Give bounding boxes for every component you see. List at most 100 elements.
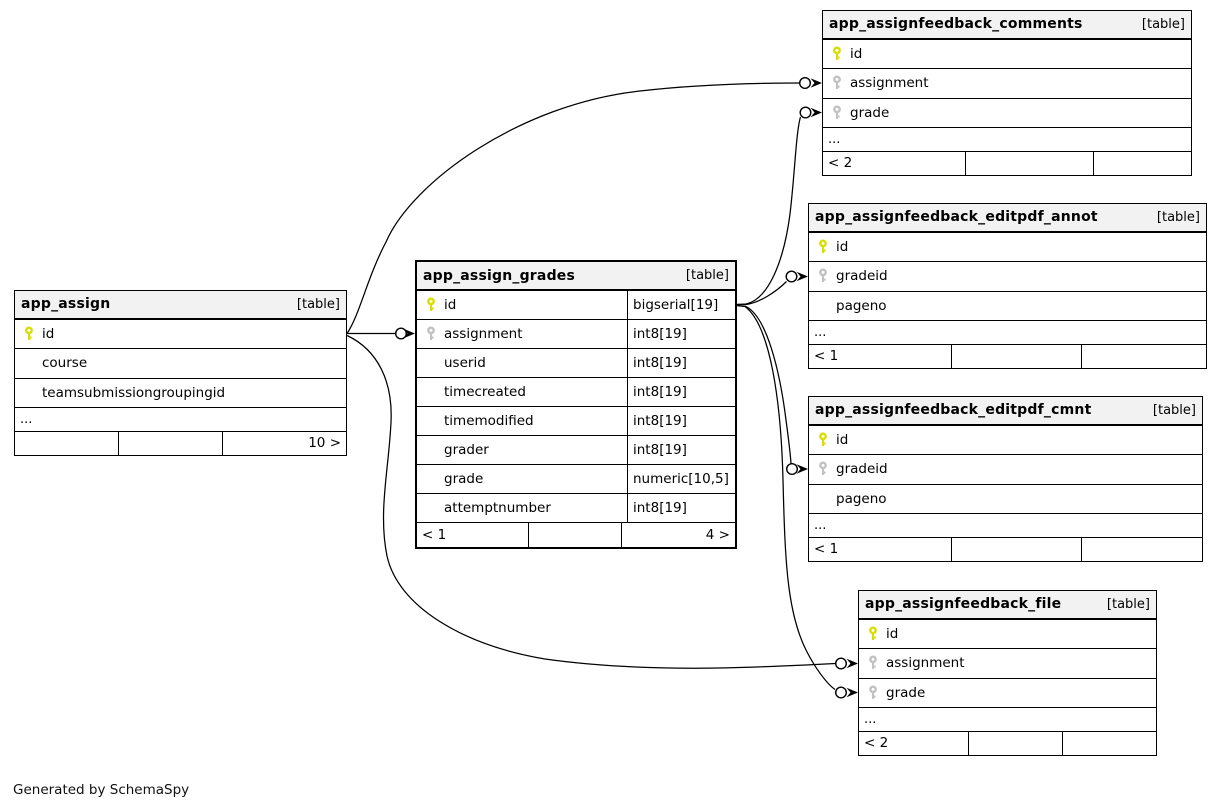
edge-arrowhead-icon [846,658,858,669]
more-columns-ellipsis: ... [809,514,1202,538]
column-row: id [15,319,346,349]
primary-key-icon [832,46,841,60]
primary-key-icon [24,326,33,340]
parents-count-cell [1094,152,1191,175]
foreign-key-icon [426,326,435,341]
relationship-line [736,304,836,691]
relationship-app_assign.id-to-app_assign_grades.assignment [347,327,415,340]
primary-key-icon [818,239,827,253]
edge-circle-icon [799,76,812,89]
relationship-line [346,82,800,334]
table-header[interactable]: app_assign_grades [table] [417,262,735,292]
children-count-cell [15,431,120,455]
column-name: gradeid [836,461,888,478]
key-icon-slot [823,105,850,121]
relationship-app_assign_grades.id-to-app_assignfeedback_editpdf_annot.gradeid [737,270,808,306]
relationship-count-footer: 10 > [15,431,346,455]
edge-arrowhead-icon [403,328,415,339]
key-icon-slot [15,326,42,342]
foreign-key-icon [868,655,877,670]
column-row: assignment [859,649,1156,679]
column-row: assignment [823,69,1191,99]
relationship-line [346,334,836,669]
parents-count-cell: 10 > [308,435,341,451]
table-app_assignfeedback_editpdf_annot[interactable]: app_assignfeedback_editpdf_annot[table]i… [808,203,1207,369]
parents-count-cell [1082,538,1202,561]
edge-circle-icon [835,686,848,699]
column-type: int8[19] [627,320,735,349]
column-row: teamsubmissiongroupingid [15,378,346,408]
relationship-app_assign_grades.id-to-app_assignfeedback_comments.grade [736,106,822,306]
column-name: timecreated [444,384,526,401]
column-type: int8[19] [627,378,735,407]
table-type-tag: [table] [685,268,729,284]
spacer-cell [952,344,1082,368]
generator-credit: Generated by SchemaSpy [13,782,190,798]
more-columns-ellipsis: ... [809,321,1206,345]
column-name: grade [444,471,484,488]
table-title: app_assign_grades [423,267,576,284]
column-row: gradeid [809,262,1206,292]
column-type: int8[19] [627,407,735,436]
column-name: userid [444,355,486,372]
parents-count-cell [1082,345,1206,368]
foreign-key-icon [818,461,827,476]
children-count-cell: < 2 [859,731,970,755]
table-type-tag: [table] [1141,16,1185,32]
parents-count-cell: 4 > [705,527,730,544]
table-header[interactable]: app_assign[table] [15,291,346,320]
relationship-count-footer: < 1 [809,537,1202,561]
table-header[interactable]: app_assignfeedback_editpdf_cmnt[table] [809,397,1202,426]
table-header[interactable]: app_assignfeedback_comments[table] [823,11,1191,40]
table-header[interactable]: app_assignfeedback_file [table] [859,591,1156,620]
relationship-count-footer: < 2 [823,151,1191,175]
edge-circle-icon [799,106,812,119]
table-type-tag: [table] [1152,402,1196,418]
relationship-count-footer: < 1 4 > [417,523,735,548]
spacer-cell [529,523,623,548]
more-columns-ellipsis: ... [859,708,1156,732]
column-row: pageno [809,484,1202,514]
column-row: timecreated int8[19] [417,378,735,408]
children-count-cell: < 1 [809,537,953,561]
edge-circle-icon [395,327,408,340]
edge-arrowhead-icon [846,687,858,698]
column-row: id [809,232,1206,262]
column-row: grade [859,678,1156,708]
table-title: app_assignfeedback_file [865,596,1062,613]
column-name: pageno [836,297,887,314]
column-type: int8[19] [627,349,735,378]
relationship-line [736,116,802,306]
column-row: id [859,619,1156,649]
column-name: teamsubmissiongroupingid [42,384,226,401]
relationship-line [737,281,787,306]
foreign-key-icon [832,75,841,90]
key-icon-slot [417,326,444,342]
key-icon-slot [859,626,886,642]
edge-circle-icon [786,463,799,476]
key-icon-slot [417,297,444,313]
relationship-line [736,304,792,464]
children-count-cell: < 1 [417,523,529,548]
column-name: attemptnumber [444,500,551,517]
table-title: app_assignfeedback_editpdf_annot [815,209,1098,226]
foreign-key-icon [832,105,841,119]
more-columns-ellipsis: ... [15,408,346,432]
key-icon-slot [809,268,836,284]
spacer-cell [969,731,1063,755]
column-name: grader [444,442,489,459]
table-type-tag: [table] [296,296,340,312]
table-header[interactable]: app_assignfeedback_editpdf_annot[table] [809,204,1206,233]
parents-count-cell [1063,732,1156,755]
more-columns-ellipsis: ... [823,128,1191,152]
table-app_assignfeedback_editpdf_cmnt[interactable]: app_assignfeedback_editpdf_cmnt[table]id… [808,396,1203,562]
table-type-tag: [table] [1106,596,1150,612]
key-icon-slot [823,75,850,91]
